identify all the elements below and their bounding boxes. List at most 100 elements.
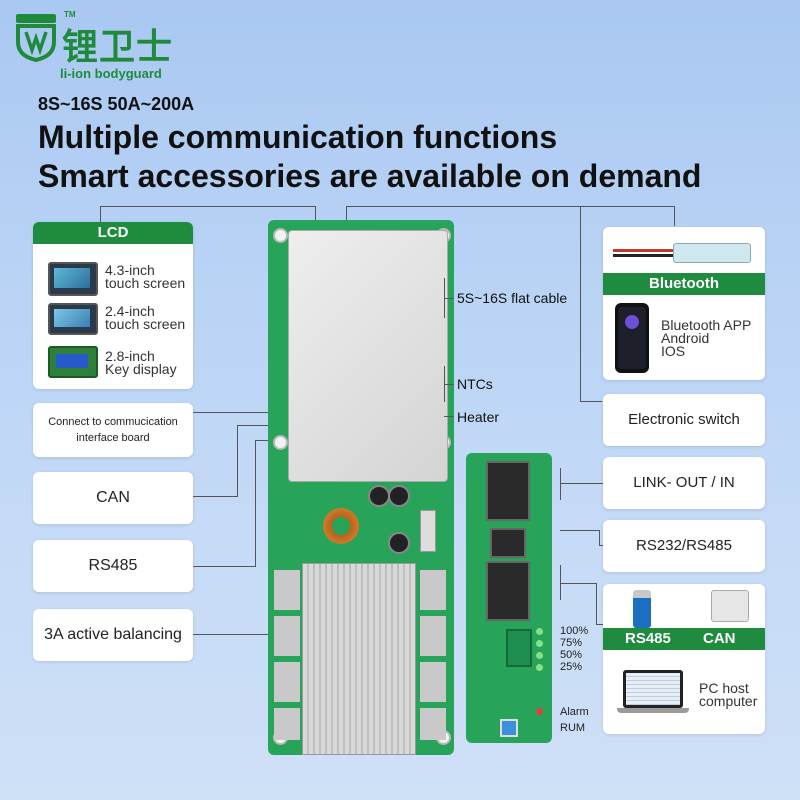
lcd-item-2-line2: touch screen (105, 316, 186, 332)
comm-board-card: Connect to commucication interface board (33, 403, 193, 457)
heatsink-plate-top (288, 230, 448, 482)
connector-line (560, 583, 596, 584)
electronic-switch-card: Electronic switch (603, 394, 765, 446)
rj45-port-pair (486, 461, 530, 521)
adapter-bar (603, 628, 765, 650)
connector-line (599, 530, 600, 546)
mounting-hole (273, 435, 288, 450)
led-50 (536, 652, 543, 659)
connector-line (444, 384, 454, 385)
mounting-hole (273, 228, 288, 243)
adapter-rs485-label: RS485 (625, 630, 671, 647)
lcd-item-1-line1: 4.3-inch (105, 262, 155, 278)
lcd-2-4-screen-image (48, 303, 98, 335)
led-label-75: 75% (560, 637, 583, 649)
run-button (500, 719, 518, 737)
connector-line (560, 530, 600, 531)
connector-line (346, 206, 347, 226)
communication-board (466, 453, 552, 743)
rs485-label: RS485 (88, 557, 138, 574)
brand-logo: TM 锂卫士 li-ion bodyguard (14, 10, 184, 81)
led-100 (536, 628, 543, 635)
brand-name-cn: 锂卫士 (62, 27, 174, 68)
can-adapter-image (711, 590, 749, 622)
electronic-switch-label: Electronic switch (628, 411, 740, 428)
connector-line (255, 440, 277, 441)
lcd-card: LCD 4.3-inch touch screen 2.4-inch touch… (33, 222, 193, 389)
connector-line (596, 624, 603, 625)
bluetooth-card: Bluetooth Bluetooth APP Android IOS (603, 227, 765, 380)
rs232-card: RS232/RS485 (603, 520, 765, 572)
can-label: CAN (96, 489, 130, 506)
led-label-25: 25% (560, 661, 583, 673)
smartphone-image (615, 303, 649, 373)
laptop-image (617, 670, 689, 716)
connector-line (580, 206, 581, 402)
adapter-can-label: CAN (703, 630, 736, 647)
connector-line (560, 565, 561, 600)
bluetooth-app-line1: Bluetooth APP (661, 317, 752, 333)
terminal-block (506, 629, 532, 667)
rs485-card: RS485 (33, 540, 193, 592)
spec-text: 8S~16S 50A~200A (38, 94, 195, 114)
connector-line (100, 206, 315, 207)
connector-line (193, 496, 238, 497)
connector-line (100, 206, 101, 222)
heater-label: Heater (457, 409, 500, 425)
led-25 (536, 664, 543, 671)
capacitor (388, 532, 410, 554)
led-label-50: 50% (560, 649, 583, 661)
brand-name-en: li-ion bodyguard (60, 66, 162, 81)
connector-line (237, 425, 238, 497)
bms-main-board (268, 220, 454, 755)
pc-host-line2: computer (699, 693, 758, 709)
bluetooth-title: Bluetooth (603, 273, 765, 295)
lcd-item-1-line2: touch screen (105, 275, 186, 291)
adapters-card: RS485 CAN PC host computer (603, 584, 765, 734)
heatsink-bottom (302, 563, 416, 755)
shield-logo-icon (16, 14, 56, 62)
lcd-item-2-line1: 2.4-inch (105, 303, 155, 319)
lcd-2-8-display-image (48, 346, 98, 378)
rs485-usb-adapter-image (633, 590, 651, 628)
connector-line (444, 298, 454, 299)
ntcs-label: NTCs (457, 376, 493, 392)
connector-line (346, 206, 674, 207)
bluetooth-module-image (613, 235, 753, 267)
link-label: LINK- OUT / IN (633, 474, 735, 491)
comm-board-line2: interface board (76, 432, 150, 444)
trademark-symbol: TM (64, 10, 76, 19)
connector-line (237, 425, 277, 426)
flat-cable-label: 5S~16S flat cable (457, 290, 568, 306)
headline-line-2: Smart accessories are available on deman… (38, 158, 702, 194)
connector-line (599, 545, 603, 546)
connector-line (596, 583, 597, 625)
rum-label: RUM (560, 722, 586, 734)
lcd-title: LCD (33, 222, 193, 244)
bluetooth-app-line3: IOS (661, 343, 686, 359)
connector-line (255, 440, 256, 567)
resistor-block (420, 510, 436, 552)
bluetooth-app-line2: Android (661, 330, 710, 346)
inductor-coil (323, 508, 359, 544)
lcd-item-3-line1: 2.8-inch (105, 348, 155, 364)
connector-line (315, 206, 316, 226)
can-card: CAN (33, 472, 193, 524)
balancing-label: 3A active balancing (44, 626, 182, 643)
headline-line-1: Multiple communication functions (38, 119, 558, 155)
rj45-port-pair (486, 561, 530, 621)
connector-line (560, 468, 561, 500)
led-75 (536, 640, 543, 647)
connector-line (580, 401, 602, 402)
comm-board-line1: Connect to commucication (48, 416, 178, 428)
rj45-port (490, 528, 526, 558)
connector-line (674, 206, 675, 226)
connector-line (193, 634, 271, 635)
lcd-4-3-screen-image (48, 262, 98, 296)
balancing-card: 3A active balancing (33, 609, 193, 661)
alarm-led (536, 708, 543, 715)
connector-line (193, 566, 255, 567)
lcd-item-3-line2: Key display (105, 361, 177, 377)
link-card: LINK- OUT / IN (603, 457, 765, 509)
pc-host-line1: PC host (699, 680, 749, 696)
